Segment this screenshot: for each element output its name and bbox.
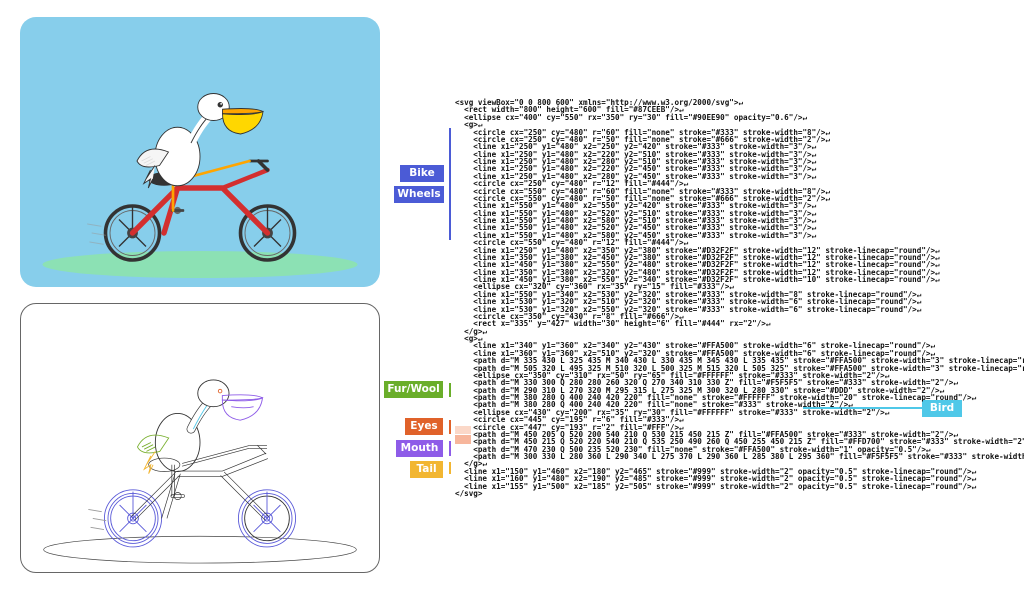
bird: [136, 93, 265, 212]
mouth-outline: [221, 394, 264, 421]
rendered-pelican-image: [20, 17, 380, 287]
code-line: <line x1="550" y1="480" x2="580" y2="510…: [455, 216, 817, 225]
label-tail: Tail: [410, 461, 443, 478]
code-line: <line x1="350" y1="380" x2="450" y2="380…: [455, 252, 940, 262]
code-line: <circle cx="350" cy="430" r="8" fill="#6…: [455, 311, 684, 321]
code-line: <circle cx="250" cy="480" r="12" fill="#…: [455, 179, 689, 189]
label-mouth: Mouth: [396, 440, 443, 457]
code-line: <line x1="250" y1="480" x2="250" y2="420…: [455, 142, 817, 152]
code-line: <line x1="250" y1="480" x2="220" y2="450…: [455, 164, 817, 174]
code-line: <path d="M 505 320 L 495 325 M 510 320 L…: [455, 363, 1024, 373]
code-line: <circle cx="250" cy="480" r="50" fill="n…: [455, 134, 830, 144]
code-line: <path d="M 450 205 Q 520 200 540 210 Q 5…: [455, 429, 958, 439]
code-line: <circle cx="550" cy="480" r="50" fill="n…: [455, 193, 830, 203]
svg-code-listing: <svg viewBox="0 0 800 600" xmlns="http:/…: [455, 98, 1024, 498]
eyes-outline: [217, 388, 223, 394]
code-line: <line x1="250" y1="480" x2="220" y2="510…: [455, 149, 817, 159]
code-line: <path d="M 300 330 L 280 360 L 290 340 L…: [455, 452, 1024, 461]
code-line: <ellipse cx="320" cy="360" rx="35" ry="1…: [455, 282, 734, 292]
tail-bracket: [449, 462, 451, 474]
code-line: <path d="M 335 430 L 325 435 M 340 430 L…: [455, 356, 1024, 366]
code-line: <rect x="335" y="427" width="30" height=…: [455, 319, 771, 329]
frame-outline: [130, 444, 270, 521]
label-bird: Bird: [922, 400, 962, 417]
eyes-bracket: [449, 420, 451, 434]
code-line: <ellipse cx="350" cy="310" rx="50" ry="6…: [455, 370, 890, 380]
code-line: <line x1="250" y1="480" x2="280" y2="510…: [455, 157, 817, 166]
mouth-bracket: [449, 441, 451, 456]
code-line: <line x1="550" y1="480" x2="520" y2="450…: [455, 223, 817, 233]
code-line: <line x1="450" y1="380" x2="550" y2="340…: [455, 275, 940, 284]
code-line: <line x1="250" y1="480" x2="280" y2="450…: [455, 171, 817, 181]
label-bike: Bike: [400, 165, 444, 182]
code-line: <line x1="155" y1="500" x2="185" y2="505…: [455, 481, 977, 491]
code-line: <line x1="550" y1="480" x2="580" y2="450…: [455, 230, 817, 240]
code-line: <circle cx="550" cy="480" r="12" fill="#…: [455, 238, 689, 248]
code-line: </g>↵: [455, 459, 488, 469]
code-line: <circle cx="447" cy="193" r="2" fill="#F…: [455, 422, 684, 432]
code-line: </g>↵: [455, 326, 488, 336]
code-line: <circle cx="550" cy="480" r="60" fill="n…: [455, 186, 830, 196]
code-line: <line x1="150" y1="460" x2="180" y2="465…: [455, 466, 977, 476]
code-line: <g>↵: [455, 120, 483, 130]
code-line: <line x1="160" y1="480" x2="190" y2="485…: [455, 474, 977, 484]
code-line: <line x1="550" y1="480" x2="550" y2="420…: [455, 201, 817, 211]
code-line: <path d="M 450 215 Q 520 220 540 210 Q 5…: [455, 437, 1024, 447]
code-line: <line x1="360" y1="360" x2="510" y2="320…: [455, 348, 936, 358]
bike: [103, 159, 297, 262]
code-line: <line x1="340" y1="360" x2="340" y2="430…: [455, 341, 936, 351]
label-wheels: Wheels: [394, 186, 444, 203]
code-line: <circle cx="445" cy="195" r="6" fill="#3…: [455, 415, 684, 425]
label-eyes: Eyes: [405, 418, 443, 435]
code-line: <g>↵: [455, 334, 483, 343]
mouth-highlight: [455, 435, 471, 444]
code-line: <line x1="550" y1="340" x2="530" y2="320…: [455, 289, 922, 299]
outline-drawing: [43, 379, 357, 564]
code-line: <circle cx="250" cy="480" r="60" fill="n…: [455, 127, 830, 137]
code-line: <rect width="800" height="600" fill="#87…: [455, 105, 684, 115]
code-line: <path d="M 380 280 Q 400 240 420 220" fi…: [455, 393, 977, 402]
code-line: <line x1="250" y1="480" x2="350" y2="380…: [455, 245, 940, 255]
fur-wool-outline: [136, 434, 170, 454]
code-line: <path d="M 290 310 L 270 320 M 295 315 L…: [455, 385, 945, 395]
eyes-highlight: [455, 426, 471, 434]
code-line: <line x1="350" y1="380" x2="320" y2="480…: [455, 267, 940, 277]
code-line: <path d="M 330 300 Q 280 280 260 320 Q 2…: [455, 378, 958, 388]
label-fur-wool: Fur/Wool: [384, 381, 443, 398]
outline-parts-image: [20, 303, 380, 573]
code-line: <line x1="550" y1="480" x2="520" y2="510…: [455, 208, 817, 218]
bird-connector: [803, 407, 923, 409]
code-line: <ellipse cx="400" cy="550" rx="350" ry="…: [455, 112, 808, 122]
code-line: </svg>: [455, 488, 483, 498]
bike-bracket: [449, 128, 451, 240]
code-line: <svg viewBox="0 0 800 600" xmlns="http:/…: [455, 98, 744, 107]
code-line: <line x1="530" y1="320" x2="550" y2="320…: [455, 304, 922, 314]
tail-outline: [143, 451, 156, 474]
pelican-bicycle-drawing: [42, 93, 358, 278]
code-line: <line x1="450" y1="380" x2="550" y2="480…: [455, 260, 940, 270]
code-line: <line x1="530" y1="320" x2="510" y2="320…: [455, 297, 922, 307]
fur-wool-bracket: [449, 383, 451, 397]
wheels-outline: [103, 489, 297, 548]
bird-outline: [154, 379, 230, 472]
code-line: <path d="M 470 230 Q 500 235 520 230" fi…: [455, 444, 931, 454]
code-line: <path d="M 380 280 Q 400 240 420 220" fi…: [455, 400, 853, 410]
code-line: <ellipse cx="430" cy="200" rx="35" ry="3…: [455, 407, 890, 417]
